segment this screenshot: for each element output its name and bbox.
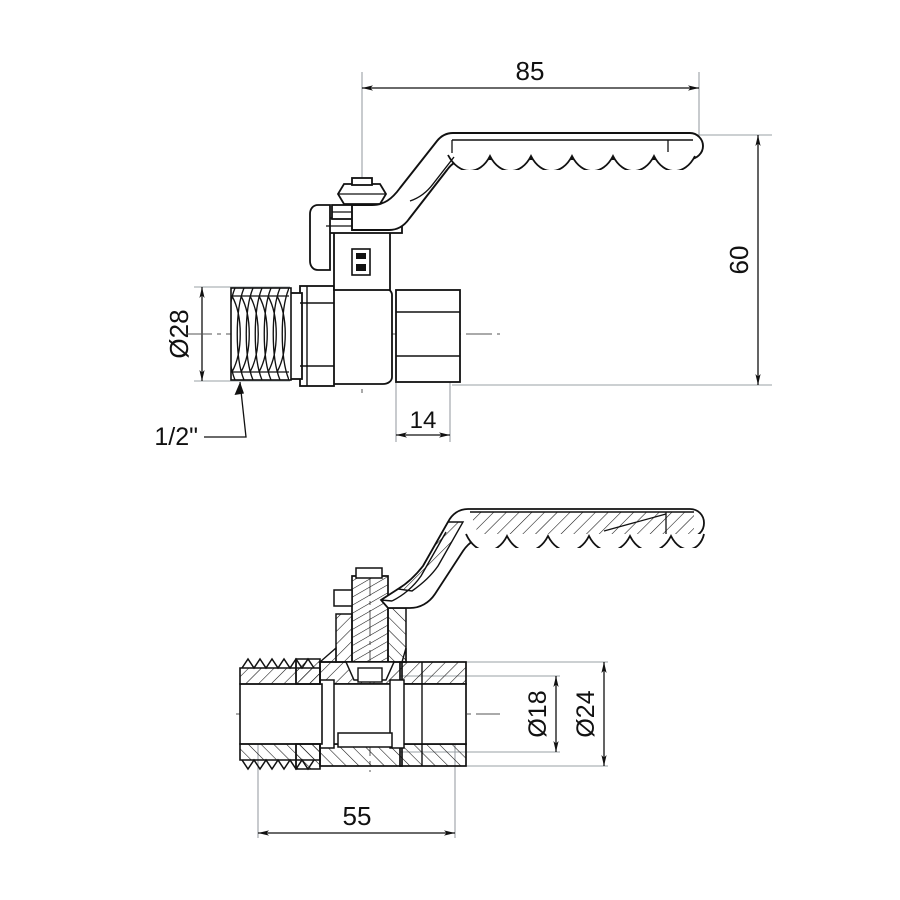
indicator-window (351, 248, 371, 276)
dimension-60: 60 (724, 135, 761, 385)
female-port-section (399, 661, 467, 767)
section-view: Ø18 Ø24 55 (236, 508, 705, 838)
dimension-60-label: 60 (724, 246, 754, 275)
female-port-top (395, 289, 461, 383)
valve-stem-section (318, 567, 407, 683)
dimension-18: Ø18 (524, 676, 559, 752)
dimension-55-label: 55 (343, 801, 372, 831)
callout-leader-line (204, 381, 247, 438)
callout-thread-size: 1/2" (154, 381, 247, 451)
lever-handle-top (351, 132, 704, 231)
dimension-85-label: 85 (516, 56, 545, 86)
valve-bonnet-top (309, 177, 403, 291)
valve-body-top (332, 287, 393, 385)
thread-crest-lines (231, 288, 289, 380)
callout-arrowhead (234, 382, 244, 395)
valve-shoulder-top (289, 285, 335, 387)
dimension-18-label: Ø18 (524, 690, 552, 737)
callout-thread-size-label: 1/2" (154, 423, 198, 451)
dimension-24: Ø24 (572, 662, 607, 766)
dimension-14-label: 14 (410, 407, 437, 434)
valve-shoulder-facets (300, 286, 334, 386)
dimension-55: 55 (258, 801, 455, 836)
female-port-facets (396, 311, 460, 357)
elevation-view: 85 60 Ø28 14 1/2" (154, 56, 772, 451)
lever-handle-section (379, 508, 705, 609)
dimension-85: 85 (362, 56, 699, 91)
dimension-24-label: Ø24 (572, 690, 600, 737)
dimension-14: 14 (396, 407, 450, 438)
male-thread-top (230, 287, 292, 381)
male-thread-section (239, 657, 323, 771)
